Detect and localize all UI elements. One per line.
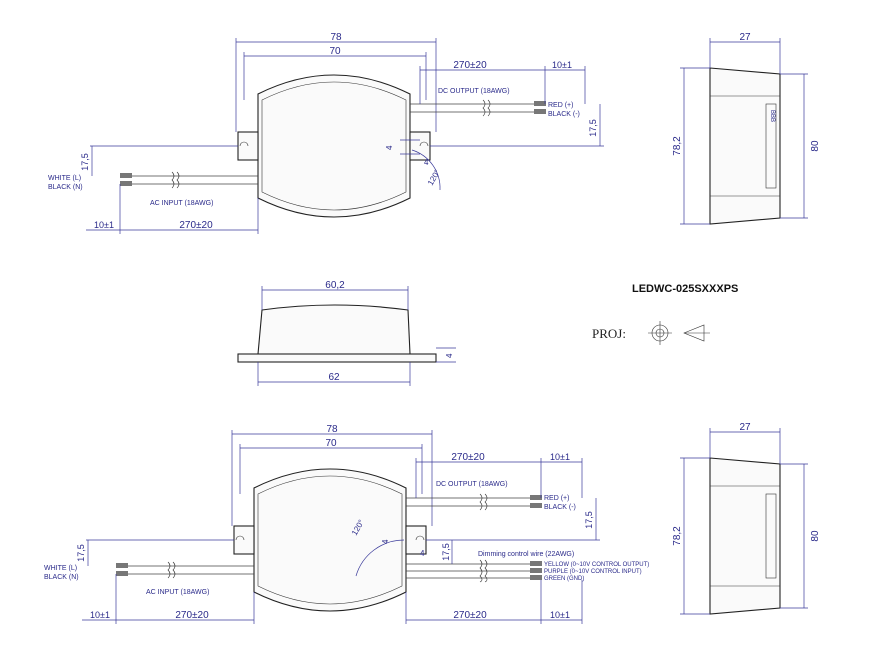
- front-view: 60,2 62 4: [237, 280, 456, 386]
- bottom-dim-dim-offset: 17,5: [441, 543, 451, 561]
- bottom-dim-ac-offset: 17,5: [76, 544, 86, 562]
- projection-label: PROJ:: [592, 326, 626, 341]
- wire-strip-black-n: [120, 181, 132, 186]
- side-bottom-inner-height: 78,2: [672, 526, 683, 546]
- bottom-dc-output-label: DC OUTPUT (18AWG): [436, 481, 508, 488]
- bottom-ac-wire-black: BLACK (N): [44, 574, 79, 581]
- dc-wire-red: RED (+): [548, 102, 573, 109]
- dim-tab: 4: [424, 158, 429, 167]
- bottom-dim-overall-width: 78: [326, 424, 338, 435]
- ac-wire-black: BLACK (N): [48, 184, 83, 191]
- bottom-ac-input-label: AC INPUT (18AWG): [146, 589, 209, 596]
- dim-dc-offset: 17,5: [588, 119, 598, 137]
- front-tab-height: 4: [445, 353, 454, 358]
- ac-input-label: AC INPUT (18AWG): [150, 200, 213, 207]
- dimming-wire-purple: PURPLE (0~10V CONTROL INPUT): [544, 569, 642, 575]
- driver-body: [257, 74, 411, 218]
- dim-body-width: 70: [329, 46, 341, 57]
- dim-ac-lead: 270±20: [179, 220, 213, 231]
- front-base-width: 62: [328, 372, 340, 383]
- bottom-ac-wire-white: WHITE (L): [44, 565, 77, 572]
- dim-ac-strip: 10±1: [94, 220, 114, 230]
- svg-text:BBB: BBB: [769, 110, 775, 122]
- side-top-height: 80: [810, 140, 821, 152]
- dimming-label: Dimming control wire (22AWG): [478, 551, 574, 558]
- side-top-inner-height: 78,2: [672, 136, 683, 156]
- bottom-dim-dim-strip: 10±1: [550, 610, 570, 620]
- wire-strip-black: [534, 109, 546, 114]
- side-view-bottom: 27 78,2 80: [672, 422, 821, 615]
- wire-strip-white: [120, 173, 132, 178]
- bottom-dim-tab: 4: [420, 549, 425, 558]
- bottom-dim-dc-strip: 10±1: [550, 452, 570, 462]
- dimming-wire-green: GREEN (GND): [544, 576, 584, 582]
- side-top-depth: 27: [739, 32, 751, 43]
- dim-hole: 4: [385, 145, 394, 150]
- bottom-plan-view: 78 70 270±20 10±1 DC OUTPUT (18AWG) RED …: [44, 424, 649, 624]
- bottom-dim-ac-lead: 270±20: [175, 610, 209, 621]
- dc-output-label: DC OUTPUT (18AWG): [438, 88, 510, 95]
- first-angle-projection-icon: [648, 321, 710, 345]
- top-plan-view: 78 70 270±20 10±1 DC OUTPUT (18AWG) RED …: [48, 32, 604, 234]
- bottom-dim-body-width: 70: [325, 438, 337, 449]
- bottom-dim-ac-strip: 10±1: [90, 610, 110, 620]
- bottom-dim-dim-lead: 270±20: [453, 610, 487, 621]
- dim-dc-lead: 270±20: [453, 60, 487, 71]
- bottom-dim-hole: 4: [381, 539, 390, 544]
- dc-wire-black: BLACK (-): [548, 111, 580, 118]
- front-top-width: 60,2: [325, 280, 345, 291]
- side-bottom-depth: 27: [739, 422, 751, 433]
- side-view-top: BBB 27 78,2 80: [672, 32, 821, 225]
- ac-wire-white: WHITE (L): [48, 175, 81, 182]
- dim-overall-width: 78: [330, 32, 342, 43]
- bottom-dc-wire-black: BLACK (-): [544, 504, 576, 511]
- wire-strip-red: [534, 101, 546, 106]
- side-bottom-height: 80: [810, 530, 821, 542]
- dim-ac-offset: 17,5: [80, 153, 90, 171]
- dimming-wire-yellow: YELLOW (0~10V CONTROL OUTPUT): [544, 562, 649, 568]
- model-code: LEDWC-025SXXXPS: [632, 283, 738, 295]
- dim-dc-strip: 10±1: [552, 60, 572, 70]
- bottom-dc-wire-red: RED (+): [544, 495, 569, 502]
- bottom-dim-dc-offset: 17,5: [584, 511, 594, 529]
- bottom-dim-dc-lead: 270±20: [451, 452, 485, 463]
